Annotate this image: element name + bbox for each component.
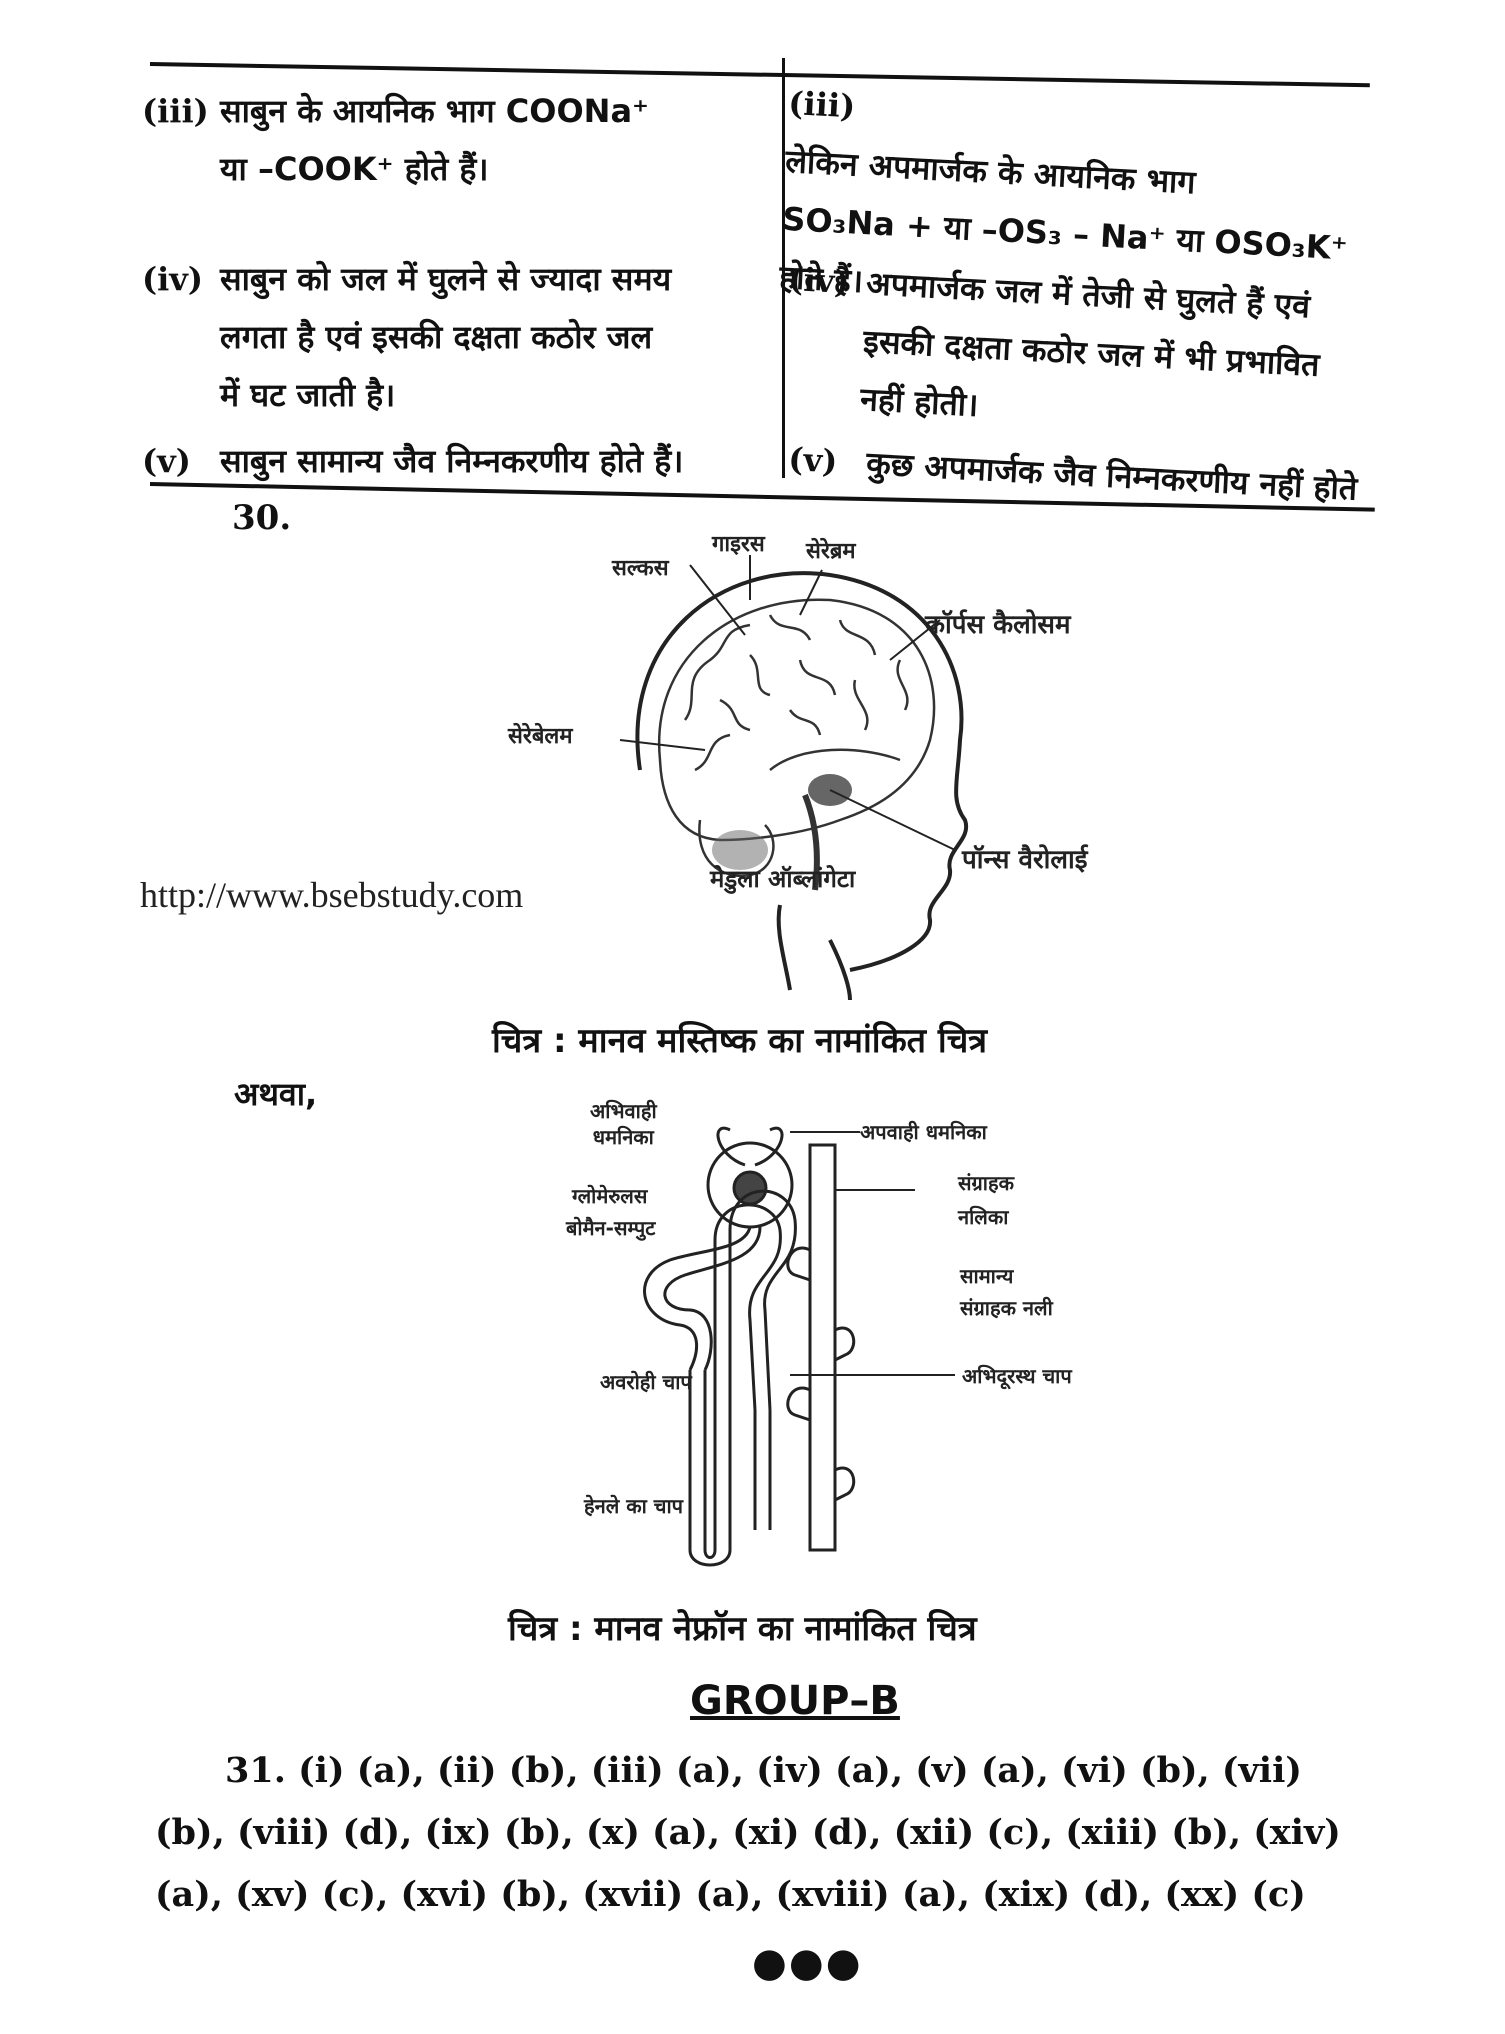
left-row-v: (v) साबुन सामान्य जैव निम्नकरणीय होते हैं…	[142, 432, 782, 490]
nephron-diagram	[643, 1126, 856, 1567]
label-sulcus: सल्कस	[612, 556, 669, 581]
row-text: अपमार्जक जल में तेजी से घुलते हैं एवं	[865, 264, 1311, 326]
question-number-30: 30.	[232, 498, 292, 538]
label-common-line2: संग्राहक नली	[960, 1296, 1053, 1320]
row-text: साबुन को जल में घुलने से ज्यादा समय	[220, 260, 672, 298]
answer-key: 31. (i) (a), (ii) (b), (iii) (a), (iv) (…	[155, 1740, 1365, 1926]
right-row-iv: (iv) अपमार्जक जल में तेजी से घुलते हैं एव…	[781, 250, 1369, 454]
or-label: अथवा,	[234, 1075, 318, 1113]
label-henle-loop: हेनले का चाप	[584, 1494, 683, 1518]
footer-ornament: ●●●	[752, 1940, 863, 1986]
watermark-url: http://www.bsebstudy.com	[140, 875, 524, 915]
row-number: (iv)	[787, 259, 851, 302]
label-collecting-duct: संग्राहक नलिका	[958, 1166, 1014, 1234]
row-text: साबुन के आयनिक भाग COONa⁺	[220, 92, 649, 130]
row-text: या –COOK⁺ होते हैं।	[220, 150, 489, 188]
label-common-line1: सामान्य	[960, 1264, 1014, 1288]
answer-list: (i) (a), (ii) (b), (iii) (a), (iv) (a), …	[155, 1750, 1341, 1915]
brain-diagram	[635, 571, 969, 1000]
label-bowman: बोमैन-सम्पुट	[566, 1216, 656, 1240]
row-text: लगता है एवं इसकी दक्षता कठोर जल	[220, 318, 653, 356]
label-collecting-line1: संग्राहक	[958, 1171, 1014, 1195]
label-afferent: अभिवाहीधमनिका	[590, 1098, 657, 1150]
label-afferent-line1: अभिवाही	[590, 1099, 657, 1123]
label-collecting-line2: नलिका	[958, 1205, 1009, 1229]
label-glomerulus: ग्लोमेरुलस	[572, 1184, 648, 1208]
label-gyrus: गाइरस	[712, 532, 765, 557]
brain-caption: चित्र : मानव मस्तिष्क का नामांकित चित्र	[492, 1021, 988, 1061]
row-text: साबुन सामान्य जैव निम्नकरणीय होते हैं।	[220, 442, 684, 480]
left-row-iv: (iv) साबुन को जल में घुलने से ज्यादा समय ल…	[142, 250, 782, 424]
row-number: (v)	[787, 439, 839, 481]
left-row-iii: (iii) साबुन के आयनिक भाग COONa⁺ या –COOK⁺ …	[142, 82, 762, 198]
row-number: (iii)	[142, 92, 209, 130]
brain-pointer-lines	[619, 555, 956, 851]
label-medulla: मेडुला ऑब्लांगेटा	[710, 865, 856, 893]
label-common-collecting: सामान्य संग्राहक नली	[960, 1260, 1053, 1324]
question-number-31: 31.	[225, 1750, 286, 1791]
row-number: (iii)	[787, 83, 857, 126]
label-pons: पॉन्स वैरोलाई	[962, 845, 1088, 875]
row-text: नहीं होती।	[859, 379, 980, 425]
label-afferent-line2: धमनिका	[592, 1125, 654, 1149]
label-proximal-loop: अवरोही चाप	[600, 1370, 692, 1394]
row-text: लेकिन अपमार्जक के आयनिक भाग	[784, 141, 1197, 202]
row-number: (v)	[142, 442, 191, 480]
label-corpus-callosum: कॉर्पस कैलोसम	[925, 610, 1071, 640]
label-efferent: अपवाही धमनिका	[860, 1120, 987, 1144]
nephron-caption: चित्र : मानव नेफ्रॉन का नामांकित चित्र	[508, 1609, 977, 1649]
table-column-divider	[782, 58, 785, 478]
label-distal-loop: अभिदूरस्थ चाप	[962, 1364, 1072, 1388]
row-number: (iv)	[142, 260, 204, 298]
row-text: में घट जाती है।	[220, 376, 396, 414]
nephron-pointer-lines	[790, 1131, 955, 1376]
label-cerebrum: सेरेब्रम	[806, 539, 856, 564]
label-cerebellum: सेरेबेलम	[508, 724, 573, 749]
row-text: इसकी दक्षता कठोर जल में भी प्रभावित	[862, 321, 1321, 384]
group-b-heading: GROUP–B	[690, 1678, 900, 1724]
